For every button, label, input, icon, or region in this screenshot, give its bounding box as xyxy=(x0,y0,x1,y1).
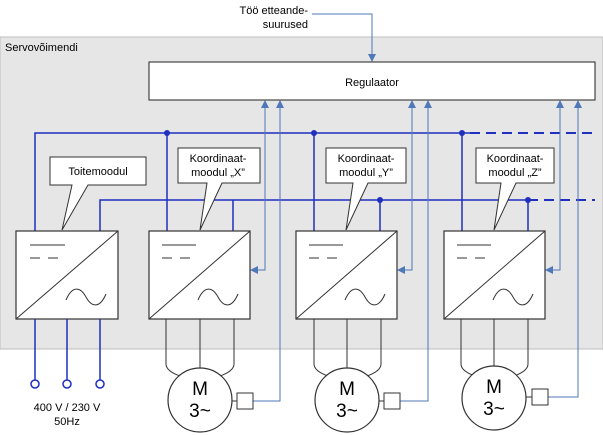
axis-y-label-line2: moodul „Y” xyxy=(339,167,393,179)
axis-y-label-line1: Koordinaat- xyxy=(338,153,395,165)
bus-junction-1 xyxy=(164,130,170,136)
axis-z-label-line1: Koordinaat- xyxy=(487,153,544,165)
bus-junction-5 xyxy=(525,197,531,203)
dc-bus-lower xyxy=(99,199,595,231)
supply-voltage-label: 400 V / 230 V xyxy=(34,402,101,414)
bus-junction-3 xyxy=(459,130,465,136)
encoder-x xyxy=(236,392,254,410)
axis-x-label-line1: Koordinaat- xyxy=(190,153,247,165)
feed-label-line1: Töö etteande- xyxy=(240,5,309,17)
axis-x-label-line2: moodul „X” xyxy=(191,167,245,179)
callout-axis-y: Koordinaat- moodul „Y” xyxy=(325,147,407,231)
mains-terminal-l1 xyxy=(30,379,40,389)
callout-power-module: Toitemoodul xyxy=(49,156,147,231)
motor-x-label-phase: 3~ xyxy=(189,401,211,422)
feed-label-line2: suurused xyxy=(263,19,308,31)
axis-module-z-block xyxy=(443,230,546,320)
motor-y-wiring xyxy=(313,319,382,377)
bus-junction-4 xyxy=(377,197,383,203)
encoder-y xyxy=(383,392,401,410)
callout-axis-x: Koordinaat- moodul „X” xyxy=(177,147,261,231)
motor-y-label-phase: 3~ xyxy=(336,401,358,422)
mains-supply-lines xyxy=(34,319,101,380)
motor-x-wiring xyxy=(165,319,235,377)
dc-bus-upper xyxy=(34,132,595,231)
motor-x xyxy=(167,367,233,433)
power-module-label: Toitemoodul xyxy=(68,166,127,178)
motor-y xyxy=(314,367,380,433)
power-module-block xyxy=(15,230,119,320)
feedback-lines xyxy=(250,100,582,402)
mains-terminal-l2 xyxy=(62,379,72,389)
motor-x-label-m: M xyxy=(192,379,208,400)
controller-box xyxy=(148,61,596,101)
motor-z-label-m: M xyxy=(486,377,502,398)
motor-z-label-phase: 3~ xyxy=(483,399,505,420)
module-input-arrows xyxy=(250,266,553,274)
axis-z-label-line2: moodul „Z” xyxy=(488,167,542,179)
motor-y-label-m: M xyxy=(339,379,355,400)
bus-junction-2 xyxy=(311,130,317,136)
axis-module-y-block xyxy=(295,230,398,320)
mains-terminal-l3 xyxy=(95,379,105,389)
supply-frequency-label: 50Hz xyxy=(54,416,80,428)
axis-module-x-block xyxy=(148,230,251,320)
controller-label: Regulaator xyxy=(345,77,399,89)
motor-z xyxy=(461,365,527,431)
feed-arrow xyxy=(312,13,376,62)
encoder-z xyxy=(531,388,549,406)
callout-axis-z: Koordinaat- moodul „Z” xyxy=(475,147,555,231)
servo-drive-title: Servovõimendi xyxy=(5,42,78,54)
